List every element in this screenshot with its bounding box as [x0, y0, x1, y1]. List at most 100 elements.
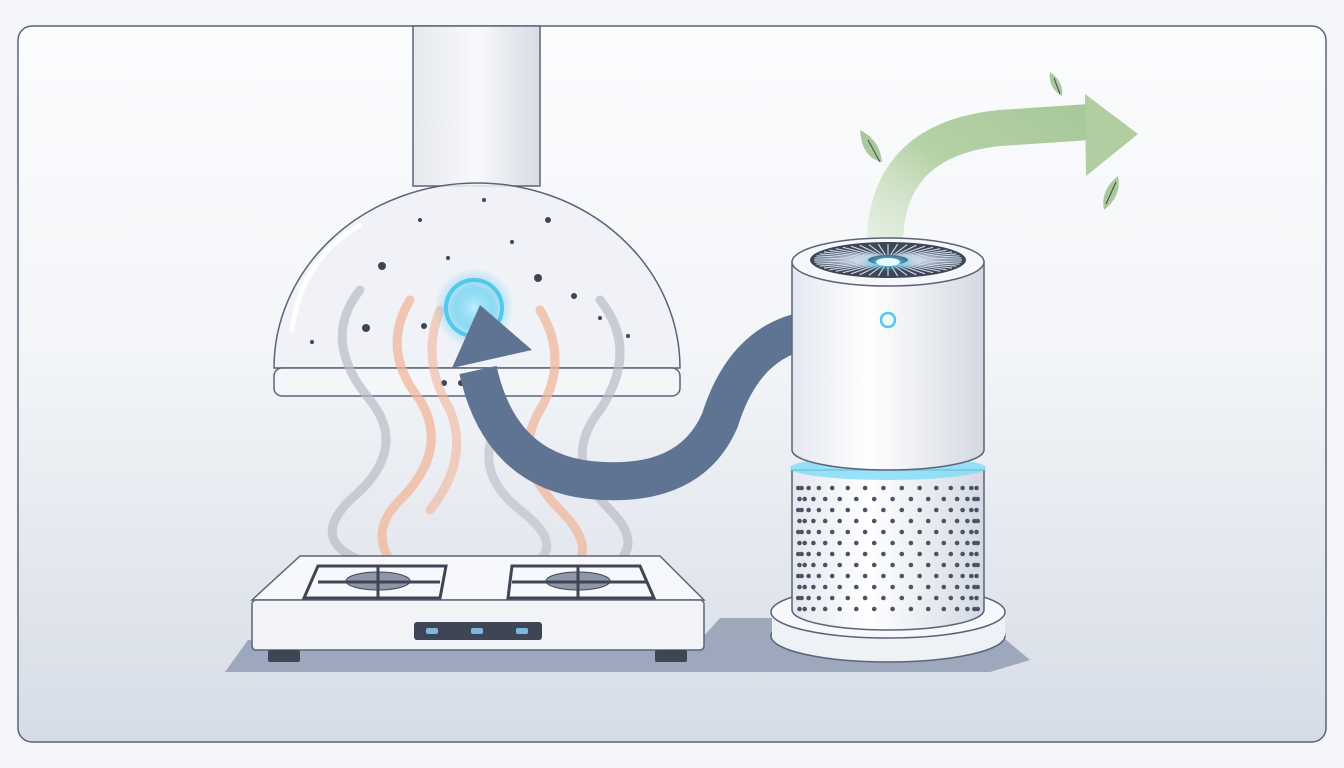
grille-hole — [802, 606, 807, 612]
knob[interactable] — [426, 628, 438, 634]
grille-hole — [934, 485, 939, 491]
grille-hole — [829, 551, 835, 557]
grille-hole — [934, 573, 939, 579]
grille-hole — [797, 518, 802, 524]
grille-hole — [837, 562, 842, 568]
hood-duct — [412, 25, 541, 187]
grille-hole — [822, 518, 828, 524]
grille-hole — [845, 595, 851, 601]
grille-hole — [974, 485, 979, 491]
grille-hole — [934, 507, 939, 513]
power-icon[interactable] — [879, 311, 897, 329]
grille-hole — [941, 562, 947, 568]
vent-slat — [907, 260, 962, 263]
grille-hole — [969, 485, 974, 491]
grille-hole — [965, 518, 970, 524]
grille-hole — [829, 485, 835, 491]
grille-hole — [960, 551, 965, 557]
grille-hole — [797, 562, 802, 568]
clean-air-arrow — [866, 94, 1138, 256]
grille-hole — [822, 496, 828, 502]
grille-hole — [862, 507, 868, 513]
grille-hole — [941, 584, 947, 590]
grille — [796, 485, 980, 612]
grille-hole — [908, 540, 914, 546]
grille-hole — [845, 551, 851, 557]
grille-hole — [862, 485, 868, 491]
vent-slat — [902, 248, 941, 258]
grille-hole — [974, 551, 979, 557]
air-purifier — [770, 237, 1006, 663]
grille-hole — [948, 485, 954, 491]
knob[interactable] — [516, 628, 528, 634]
grille-hole — [797, 606, 802, 612]
grille-hole — [816, 573, 822, 579]
grille-hole — [925, 540, 931, 546]
grille-hole — [796, 551, 801, 557]
grille-hole — [806, 595, 811, 601]
vent-slat — [897, 245, 926, 257]
grille-hole — [871, 606, 877, 612]
grille-hole — [829, 507, 835, 513]
grille-hole — [965, 606, 970, 612]
grille-hole — [862, 595, 868, 601]
grille-hole — [829, 529, 835, 535]
grille-hole — [974, 595, 979, 601]
grille-hole — [854, 584, 859, 590]
grille-hole — [954, 518, 960, 524]
leaf-icon — [860, 72, 1119, 210]
grille-hole — [890, 584, 895, 590]
grille-hole — [845, 529, 851, 535]
grille-hole — [899, 551, 905, 557]
grille-hole — [802, 540, 807, 546]
vent-slat — [895, 244, 917, 256]
grille-hole — [797, 496, 802, 502]
grille-hole — [816, 551, 822, 557]
grille-hole — [871, 496, 877, 502]
grille-hole — [899, 485, 905, 491]
grille-hole — [974, 529, 979, 535]
vent-slat — [903, 249, 947, 258]
grille-hole — [816, 507, 822, 513]
grille-hole — [837, 496, 842, 502]
grille-hole — [854, 496, 859, 502]
grille-hole — [925, 518, 931, 524]
grille-hole — [975, 584, 980, 590]
grille-hole — [811, 562, 816, 568]
grille-hole — [811, 606, 816, 612]
grille-hole — [816, 529, 822, 535]
grille-hole — [908, 606, 914, 612]
grille-hole — [890, 606, 895, 612]
vent-slat — [835, 248, 874, 258]
grille-hole — [806, 529, 811, 535]
grille-hole — [975, 606, 980, 612]
grille-hole — [960, 529, 965, 535]
grille-hole — [917, 595, 922, 601]
grille-hole — [799, 573, 804, 579]
grille-hole — [845, 485, 851, 491]
grille-hole — [972, 562, 977, 568]
vent-slat — [814, 257, 869, 260]
grille-hole — [816, 595, 822, 601]
grille-hole — [837, 518, 842, 524]
grille-hole — [972, 584, 977, 590]
grille-hole — [890, 518, 895, 524]
grille-hole — [797, 584, 802, 590]
grille-hole — [975, 540, 980, 546]
grille-hole — [969, 551, 974, 557]
grille-hole — [854, 606, 859, 612]
grille-hole — [845, 573, 851, 579]
grille-hole — [811, 496, 816, 502]
grille-hole — [941, 518, 947, 524]
grille-hole — [796, 529, 801, 535]
grille-hole — [797, 540, 802, 546]
grille-hole — [881, 573, 886, 579]
grille-hole — [822, 562, 828, 568]
vent-slat — [907, 260, 960, 265]
grille-hole — [799, 595, 804, 601]
grille-hole — [917, 485, 922, 491]
vent-slat — [819, 253, 870, 259]
grille-hole — [796, 485, 801, 491]
grille-hole — [881, 485, 886, 491]
knob[interactable] — [471, 628, 483, 634]
